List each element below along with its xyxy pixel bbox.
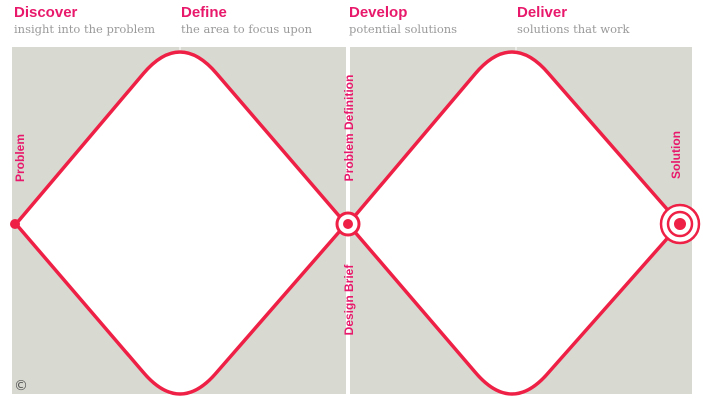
copyright-mark: © (14, 378, 28, 394)
phase-subtitle: potential solutions (349, 22, 458, 36)
phase-deliver: Deliver solutions that work (517, 4, 630, 37)
phase-discover: Discover insight into the problem (14, 4, 155, 37)
problem-point (10, 219, 20, 229)
phase-subtitle: solutions that work (517, 22, 630, 36)
solution-label: Solution (669, 131, 683, 179)
design-brief-label: Design Brief (342, 264, 356, 336)
problem-definition-label: Problem Definition (342, 75, 356, 182)
problem-label: Problem (13, 134, 27, 182)
problem-definition-marker-dot (343, 219, 353, 229)
phase-title: Discover (14, 4, 78, 21)
phase-develop: Develop potential solutions (349, 4, 457, 37)
solution-target-center (674, 218, 686, 230)
phase-subtitle: insight into the problem (14, 22, 156, 36)
phase-title: Deliver (517, 4, 568, 21)
phase-subtitle: the area to focus upon (181, 22, 313, 36)
phase-title: Define (181, 4, 227, 21)
phase-title: Develop (349, 4, 408, 21)
phase-define: Define the area to focus upon (181, 4, 312, 37)
